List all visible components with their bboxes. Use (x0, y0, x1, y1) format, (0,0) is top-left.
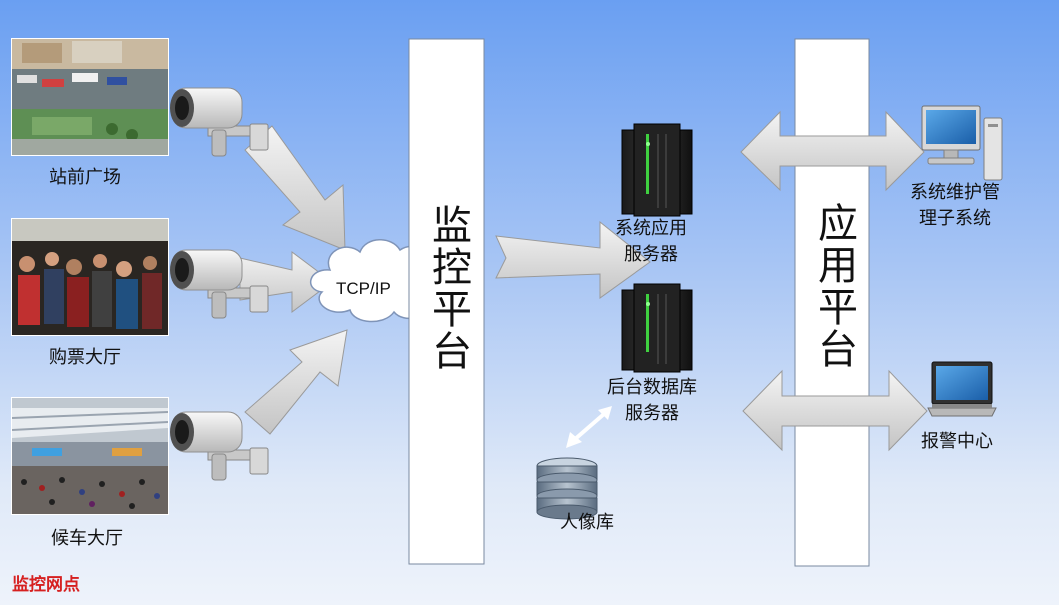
maintenance-link-arrow (740, 110, 925, 192)
network-label: TCP/IP (336, 279, 391, 298)
laptop-icon (927, 361, 997, 417)
photo-station-plaza (11, 38, 169, 156)
camera-icon (170, 411, 269, 481)
source-label-waiting-hall: 候车大厅 (51, 528, 123, 549)
camera-arrow-2 (239, 251, 333, 313)
app-platform-label: 应用平台 (811, 202, 857, 370)
photo-waiting-hall (11, 397, 169, 515)
camera-arrow-1 (244, 125, 346, 251)
photo-ticket-hall (11, 218, 169, 336)
app-server-label: 系统应用 服务器 (615, 218, 687, 265)
db-server-label: 后台数据库 服务器 (607, 377, 697, 424)
face-db-label: 人像库 (560, 512, 614, 533)
source-label-plaza: 站前广场 (49, 167, 121, 188)
server-icon (621, 123, 693, 217)
camera-icon (170, 87, 269, 157)
database-icon (536, 457, 598, 520)
server-icon (621, 283, 693, 373)
db-link-arrow (566, 406, 612, 448)
footer-label: 监控网点 (12, 575, 80, 595)
maintenance-label: 系统维护管 理子系统 (910, 182, 1000, 229)
monitor-platform-bar (408, 38, 485, 565)
camera-arrow-3 (244, 329, 348, 435)
camera-icon (170, 249, 269, 319)
monitor-platform-label: 监控平台 (425, 204, 471, 372)
platform-to-server-arrow (495, 220, 651, 299)
source-label-ticket-hall: 购票大厅 (49, 347, 121, 368)
app-platform-bar (794, 38, 870, 567)
alarm-center-label: 报警中心 (921, 431, 993, 452)
alarm-link-arrow (742, 369, 928, 452)
desktop-computer-icon (921, 105, 1003, 181)
